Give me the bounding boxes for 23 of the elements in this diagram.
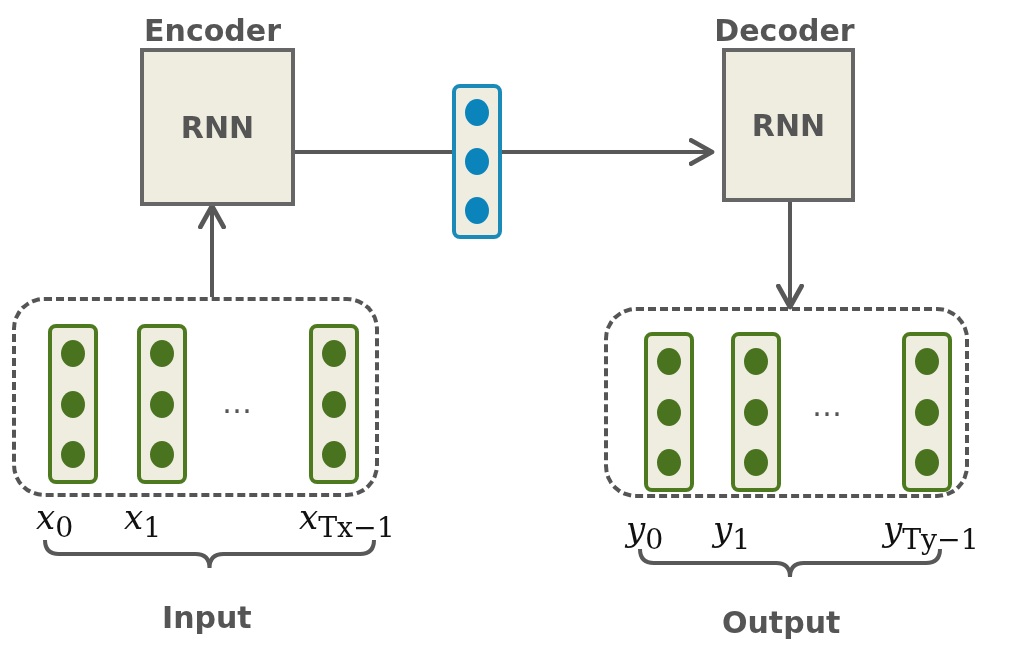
math-label: x$_{1}$: [124, 497, 162, 544]
math-label: y$_{1}$: [713, 509, 751, 556]
vector-bar: [902, 332, 952, 492]
vector-bar: [137, 324, 187, 484]
math-label: y$_{0}$: [626, 509, 664, 556]
caption-label: Input: [162, 600, 252, 635]
rnn-box: RNN: [722, 48, 855, 202]
heading: Decoder: [713, 14, 856, 48]
heading: Encoder: [143, 14, 282, 48]
vector-bar: [309, 324, 359, 484]
arrow: [502, 138, 715, 166]
ellipsis: …: [222, 385, 252, 420]
vector-bar: [452, 84, 502, 239]
arrow: [776, 202, 804, 310]
math-label: y$_{Ty−1}$: [883, 509, 979, 556]
vector-bar: [731, 332, 781, 492]
caption-label: Output: [722, 605, 841, 640]
vector-bar: [644, 332, 694, 492]
math-label: x$_{Tx−1}$: [299, 497, 395, 544]
rnn-box: RNN: [140, 48, 295, 206]
vector-bar: [48, 324, 98, 484]
ellipsis: …: [812, 388, 842, 423]
math-label: x$_{0}$: [36, 497, 74, 544]
